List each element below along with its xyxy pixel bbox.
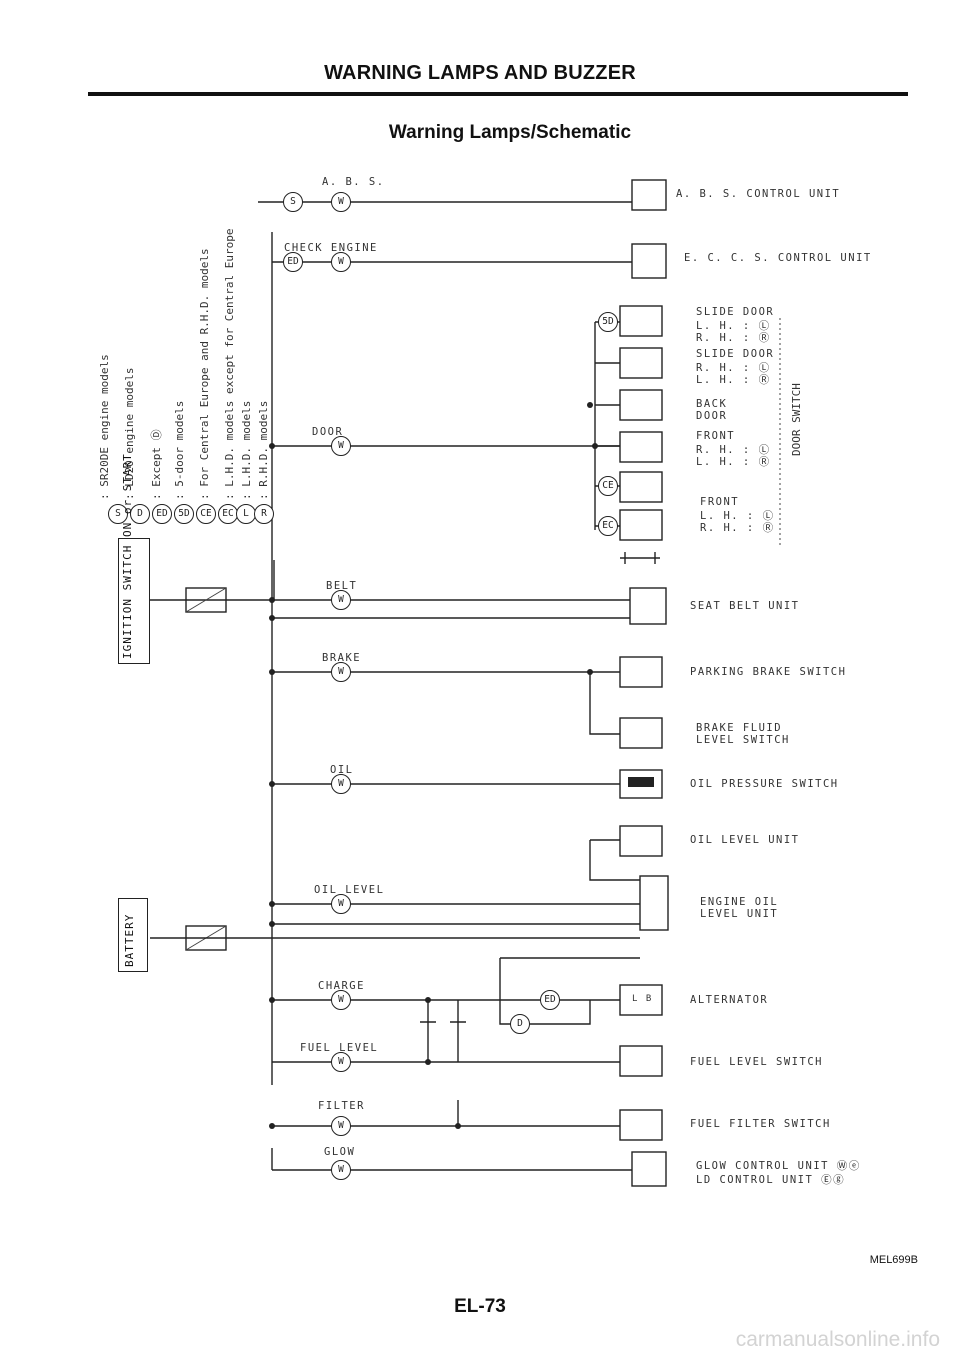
title-rule	[88, 92, 908, 96]
front-door-2: FRONT	[700, 496, 740, 508]
legend-item-ce: : For Central Europe and R.H.D. models	[198, 248, 211, 500]
door-switch-label: DOOR SWITCH	[790, 383, 803, 456]
lamp-fuel-level: W	[331, 1052, 351, 1072]
legend-symbol-ec: EC	[218, 504, 238, 524]
lamp-oil-level: W	[331, 894, 351, 914]
symbol-ed-charge: ED	[540, 990, 560, 1010]
fuel-filter-switch: FUEL FILTER SWITCH	[690, 1118, 831, 1130]
lamp-label-belt: BELT	[326, 580, 358, 592]
slide-door-2-rh: R. H. : Ⓛ	[696, 362, 771, 374]
oil-pressure-switch: OIL PRESSURE SWITCH	[690, 778, 839, 790]
front-door-2-lh: L. H. : Ⓛ	[700, 510, 775, 522]
legend-symbol-s: S	[108, 504, 128, 524]
lamp-charge: W	[331, 990, 351, 1010]
lamp-label-abs: A. B. S.	[322, 176, 385, 188]
lamp-label-charge: CHARGE	[318, 980, 365, 992]
ecc-control-unit: E. C. C. S. CONTROL UNIT	[684, 252, 872, 264]
page-number: EL-73	[454, 1296, 506, 1317]
back-door: BACK DOOR	[696, 398, 728, 422]
lamp-check-engine: W	[331, 252, 351, 272]
lamp-label-oil-level: OIL LEVEL	[314, 884, 385, 896]
lamp-oil: W	[331, 774, 351, 794]
lamp-label-fuel-level: FUEL LEVEL	[300, 1042, 379, 1054]
alternator-box	[619, 984, 663, 1016]
lamp-abs: W	[331, 192, 351, 212]
slide-door-1: SLIDE DOOR	[696, 306, 775, 318]
lamp-label-check-engine: CHECK ENGINE	[284, 242, 378, 254]
page-title: WARNING LAMPS AND BUZZER	[324, 62, 636, 84]
brake-fluid-line1: BRAKE FLUID	[696, 722, 783, 734]
symbol-ec: EC	[598, 516, 618, 536]
front-door-1-lh: L. H. : Ⓡ	[696, 456, 771, 468]
symbol-d-charge: D	[510, 1014, 530, 1034]
symbol-5d: 5D	[598, 312, 618, 332]
legend-item-ed: : Except Ⓓ	[150, 429, 163, 500]
lamp-glow: W	[331, 1160, 351, 1180]
ignition-feed	[150, 560, 275, 601]
lamp-label-filter: FILTER	[318, 1100, 365, 1112]
glow-control-unit: GLOW CONTROL UNIT Ⓦⓔ	[696, 1160, 861, 1172]
oil-level-unit: OIL LEVEL UNIT	[690, 834, 800, 846]
fuel-level-switch: FUEL LEVEL SWITCH	[690, 1056, 823, 1068]
symbol-s: S	[283, 192, 303, 212]
figure-code: MEL699B	[869, 1254, 918, 1266]
ignition-switch-label: IGNITION SWITCH ON or START	[121, 453, 134, 659]
slide-door-1-lh: L. H. : Ⓛ	[696, 320, 771, 332]
symbol-ed: ED	[283, 252, 303, 272]
brake-fluid-line2: LEVEL SWITCH	[696, 734, 790, 746]
legend-item-r: : R.H.D. models	[257, 400, 270, 500]
slide-door-2: SLIDE DOOR	[696, 348, 775, 360]
lamp-label-oil: OIL	[330, 764, 354, 776]
legend-item-ec: : L.H.D. models except for Central Europ…	[223, 228, 236, 500]
legend-item-l: : L.H.D. models	[240, 400, 253, 500]
watermark: carmanualsonline.info	[735, 1328, 940, 1351]
seat-belt-unit: SEAT BELT UNIT	[690, 600, 800, 612]
abs-control-unit: A. B. S. CONTROL UNIT	[676, 188, 841, 200]
parking-brake-switch: PARKING BRAKE SWITCH	[690, 666, 847, 678]
page-subtitle: Warning Lamps/Schematic	[388, 122, 632, 143]
seat-belt-box	[629, 587, 667, 625]
legend-item-s: : SR20DE engine models	[98, 354, 111, 500]
engine-oil-line2: LEVEL UNIT	[700, 908, 779, 920]
legend-symbol-5d: 5D	[174, 504, 194, 524]
engine-oil-line1: ENGINE OIL	[700, 896, 779, 908]
fuse-ignition	[185, 587, 227, 613]
ignition-switch-box: IGNITION SWITCH ON or START	[118, 453, 150, 664]
lamp-filter: W	[331, 1116, 351, 1136]
lamp-belt: W	[331, 590, 351, 610]
battery-box: BATTERY	[118, 898, 148, 972]
legend-symbol-ce: CE	[196, 504, 216, 524]
legend-symbol-l: L	[236, 504, 256, 524]
legend-item-5d: : 5-door models	[173, 400, 186, 500]
lamp-label-glow: GLOW	[324, 1146, 356, 1158]
slide-door-1-rh: R. H. : Ⓡ	[696, 332, 771, 344]
front-door-2-rh: R. H. : Ⓡ	[700, 522, 775, 534]
ld-control-unit: LD CONTROL UNIT Ⓔⓖ	[696, 1174, 846, 1186]
lamp-brake: W	[331, 662, 351, 682]
glow-unit-box	[631, 1151, 667, 1187]
slide-door-2-lh: L. H. : Ⓡ	[696, 374, 771, 386]
abs-unit-box	[631, 179, 667, 211]
legend-symbol-r: R	[254, 504, 274, 524]
legend-symbol-ed: ED	[152, 504, 172, 524]
lamp-label-brake: BRAKE	[322, 652, 362, 664]
alternator: ALTERNATOR	[690, 994, 769, 1006]
legend-symbol-d: D	[130, 504, 150, 524]
alternator-terminals: L B	[632, 994, 653, 1004]
lamp-label-door: DOOR	[312, 426, 344, 438]
symbol-ce: CE	[598, 476, 618, 496]
battery-label: BATTERY	[123, 913, 136, 967]
front-door-1: FRONT	[696, 430, 736, 442]
lamp-door: W	[331, 436, 351, 456]
front-door-1-rh: R. H. : Ⓛ	[696, 444, 771, 456]
ecc-unit-box	[631, 243, 667, 279]
